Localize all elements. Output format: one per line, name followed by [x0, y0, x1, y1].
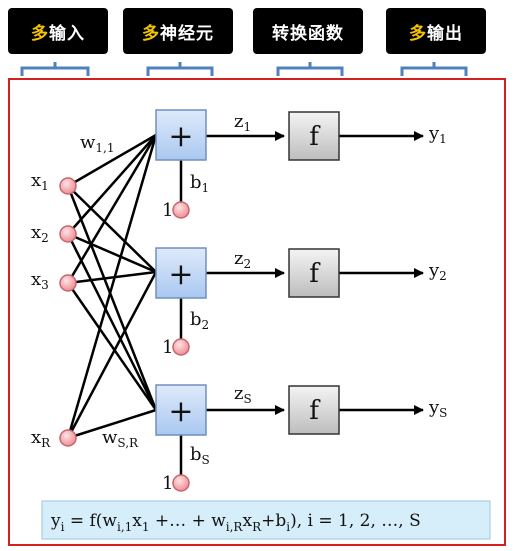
conn-x2-n2 [67, 232, 157, 274]
signal-arrows [206, 131, 424, 415]
bracket-output [400, 62, 468, 76]
sum-boxes [155, 109, 207, 436]
transfer-box-1 [288, 111, 340, 161]
label-z2: z2 [234, 248, 251, 271]
formula-part: ), i = 1, 2, …, S [290, 511, 421, 531]
transfer-boxes [288, 111, 340, 435]
transfer-box-2 [288, 248, 340, 298]
header-multi-input: 多输入 [8, 8, 108, 54]
label-w11: w1,1 [80, 132, 115, 155]
conn-xR-nS [67, 408, 157, 440]
label-b2: b2 [190, 309, 209, 332]
label-z1: z1 [234, 111, 251, 134]
sum-box-2 [155, 247, 207, 299]
sum-box-1 [155, 109, 207, 161]
transfer-symbol-S: f [309, 396, 321, 426]
bracket-function [276, 62, 344, 76]
conn-x2-n1 [67, 134, 157, 235]
label-wSR: wS,R [102, 427, 139, 450]
output-labels: y1 y2 yS [428, 123, 447, 420]
input-node-x3 [59, 274, 77, 292]
formula-box [41, 500, 491, 540]
header-transfer-function: 转换函数 [253, 8, 363, 54]
header-brackets [20, 62, 468, 76]
net-input-labels: z1 z2 zS [234, 111, 252, 406]
header-highlight: 多 [142, 23, 160, 44]
conn-x3-n1 [66, 134, 158, 284]
bracket-neuron [146, 62, 214, 76]
sum-symbol-S: + [168, 394, 193, 429]
network-frame [8, 78, 506, 546]
formula-part: +… + w [150, 511, 227, 531]
transfer-symbols: f f f [309, 122, 321, 426]
bias-labels: b1 b2 bS 1 1 1 [162, 172, 210, 494]
label-b1: b1 [190, 172, 209, 195]
header-multi-output: 多输出 [386, 8, 486, 54]
conn-x1-n2 [67, 185, 157, 273]
sum-symbol-2: + [168, 257, 193, 292]
bias-nodes [172, 201, 190, 492]
formula-part: +b [261, 511, 286, 531]
sum-symbol-1: + [168, 119, 193, 154]
label-zS: zS [234, 383, 252, 406]
bias-node-2 [172, 338, 190, 356]
bracket-input [20, 62, 90, 76]
label-y1: y1 [428, 123, 447, 146]
formula-part: R [252, 520, 262, 534]
transfer-symbol-1: f [309, 122, 321, 152]
formula-part: x [242, 511, 252, 531]
header-text: 转换函数 [272, 23, 344, 44]
header-highlight: 多 [409, 23, 427, 44]
label-x2: x2 [31, 222, 49, 245]
bias-node-1 [172, 201, 190, 219]
conn-x1-n1 [67, 133, 157, 188]
formula-part: y [50, 511, 61, 531]
label-one-S: 1 [162, 473, 173, 494]
header-text: 输入 [49, 23, 85, 44]
weight-connections [66, 133, 158, 440]
header-text: 神经元 [160, 23, 214, 44]
formula-part: i,R [226, 520, 244, 534]
header-highlight: 多 [31, 23, 49, 44]
formula-part: i [61, 520, 65, 534]
formula-part: = f(w [64, 511, 117, 531]
input-node-x2 [59, 225, 77, 243]
label-one-2: 1 [162, 337, 173, 358]
conn-xR-n1 [66, 134, 158, 439]
label-xR: xR [31, 427, 51, 450]
weight-labels: w1,1 wS,R [80, 132, 139, 450]
formula-part: x [132, 511, 142, 531]
formula-part: i [286, 520, 290, 534]
conn-x3-nS [66, 282, 158, 411]
input-nodes [59, 177, 77, 447]
header-text: 输出 [427, 23, 463, 44]
bias-node-S [172, 474, 190, 492]
conn-xR-n2 [66, 271, 158, 439]
input-node-xR [59, 429, 77, 447]
conn-x2-nS [66, 233, 158, 411]
label-one-1: 1 [162, 200, 173, 221]
label-y2: y2 [428, 260, 447, 283]
conn-x3-n2 [67, 270, 157, 285]
sum-symbols: + + + [168, 119, 193, 429]
label-x1: x1 [31, 170, 49, 193]
label-x3: x3 [31, 269, 49, 292]
label-bS: bS [190, 444, 210, 467]
sum-box-S [155, 384, 207, 436]
formula-text: yi = f(wi,1x1 +… + wi,RxR+bi), i = 1, 2,… [50, 511, 421, 534]
formula-part: i,1 [117, 520, 132, 534]
conn-x1-nS [66, 185, 158, 411]
label-yS: yS [428, 397, 447, 420]
transfer-box-S [288, 385, 340, 435]
formula-part: 1 [142, 520, 150, 534]
transfer-symbol-2: f [309, 259, 321, 289]
header-multi-neuron: 多神经元 [123, 8, 233, 54]
input-labels: x1 x2 x3 xR [31, 170, 51, 450]
input-node-x1 [59, 177, 77, 195]
